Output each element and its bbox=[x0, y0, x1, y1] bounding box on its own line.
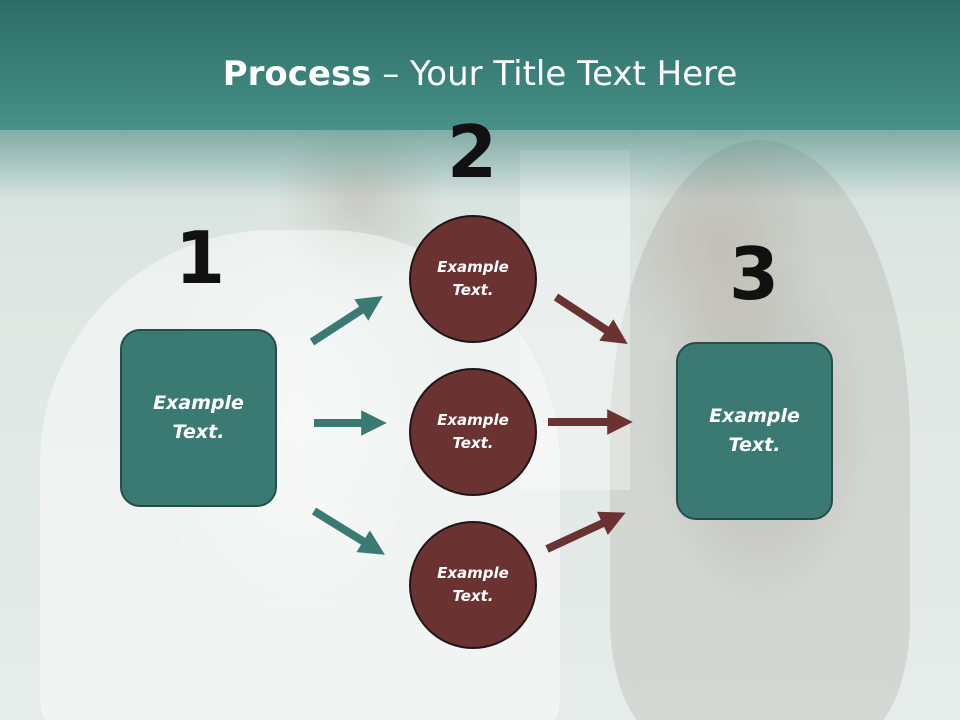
process-circle-3[interactable]: Example Text. bbox=[409, 521, 537, 649]
process-circle-1-line2: Text. bbox=[452, 281, 494, 299]
step-number-3[interactable]: 3 bbox=[728, 232, 780, 316]
output-box[interactable]: Example Text. bbox=[676, 342, 833, 520]
step-number-2[interactable]: 2 bbox=[446, 110, 498, 194]
arrow-from-circle-3 bbox=[545, 511, 626, 553]
process-circle-1[interactable]: Example Text. bbox=[409, 215, 537, 343]
slide-title-bold: Process bbox=[222, 54, 372, 94]
input-box[interactable]: Example Text. bbox=[120, 329, 277, 507]
input-box-line1: Example bbox=[153, 392, 244, 414]
input-box-line2: Text. bbox=[172, 421, 225, 443]
process-circle-1-line1: Example bbox=[437, 258, 509, 276]
slide-title-rest: – Your Title Text Here bbox=[371, 54, 738, 94]
step-number-1[interactable]: 1 bbox=[174, 216, 226, 300]
title-band bbox=[0, 0, 960, 130]
process-circle-2[interactable]: Example Text. bbox=[409, 368, 537, 496]
process-circle-3-line2: Text. bbox=[452, 587, 494, 605]
output-box-line1: Example bbox=[709, 405, 800, 427]
slide-title[interactable]: Process – Your Title Text Here bbox=[0, 52, 960, 96]
process-circle-2-line1: Example bbox=[437, 411, 509, 429]
arrow-to-circle-1 bbox=[309, 296, 383, 346]
arrow-to-circle-3 bbox=[311, 507, 385, 555]
process-circle-2-line2: Text. bbox=[452, 434, 494, 452]
title-band-fade bbox=[0, 130, 960, 200]
output-box-line2: Text. bbox=[728, 434, 781, 456]
process-circle-3-line1: Example bbox=[437, 564, 509, 582]
arrow-from-circle-1 bbox=[553, 293, 628, 345]
